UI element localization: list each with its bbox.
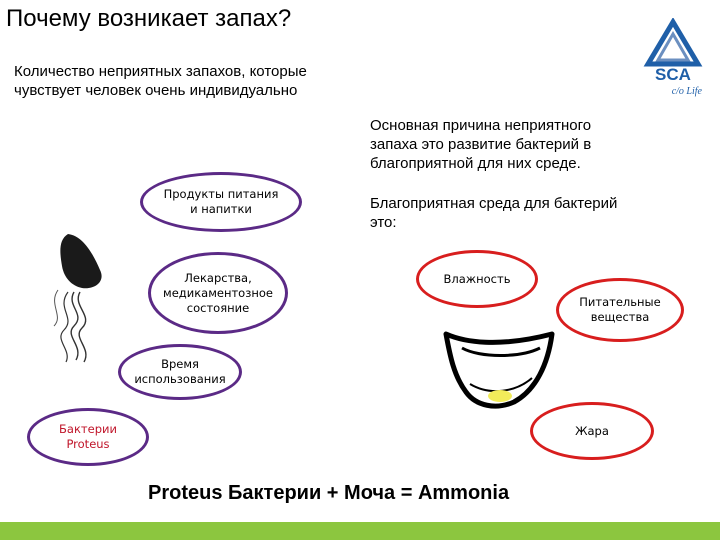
factor-moisture-label: Влажность — [443, 271, 511, 286]
factor-food-oval: Продукты питания и напитки — [140, 172, 302, 232]
factor-nutrients-oval: Питательные вещества — [556, 278, 684, 342]
cause-line: благоприятной для них среде. — [370, 155, 581, 172]
factor-nutrients-label: вещества — [590, 310, 650, 324]
environment-line: это: — [370, 214, 397, 231]
factor-bacteria-label: Бактерии — [59, 422, 117, 436]
factor-bacteria-label: Proteus — [66, 437, 110, 451]
factor-meds-label: Лекарства, — [184, 270, 252, 285]
intro-line: Количество неприятных запахов, которые — [14, 63, 307, 80]
factor-meds-label: состояние — [186, 300, 250, 315]
nose-smell-icon — [44, 226, 114, 366]
cause-line: запаха это развитие бактерий в — [370, 136, 592, 153]
environment-line: Благоприятная среда для бактерий — [370, 195, 618, 212]
environment-text: Благоприятная среда для бактерий это: — [370, 194, 617, 232]
cause-line: Основная причина неприятного — [370, 117, 592, 134]
factor-meds-label: медикаментозное — [163, 285, 273, 300]
factor-heat-label: Жара — [575, 423, 609, 438]
factor-time-label: Время — [161, 357, 199, 371]
factor-food-label: и напитки — [190, 202, 252, 216]
logo-tagline-text: c/o Life — [672, 86, 703, 97]
logo-brand-text: SCA — [655, 65, 691, 84]
sca-logo-icon: SCA c/o Life — [640, 17, 706, 98]
factor-time-oval: Время использования — [118, 344, 242, 400]
intro-text: Количество неприятных запахов, которые ч… — [14, 62, 307, 100]
diaper-icon — [440, 328, 560, 414]
factor-food-label: Продукты питания — [163, 187, 279, 201]
page-title: Почему возникает запах? — [6, 5, 292, 32]
cause-text: Основная причина неприятного запаха это … — [370, 116, 591, 173]
factor-meds-oval: Лекарства, медикаментозное состояние — [148, 252, 288, 334]
formula-text: Proteus Бактерии + Моча = Ammonia — [148, 482, 510, 504]
bottom-accent-bar — [0, 522, 720, 540]
factor-time-label: использования — [134, 372, 226, 386]
factor-moisture-oval: Влажность — [416, 250, 538, 308]
factor-heat-oval: Жара — [530, 402, 654, 460]
intro-line: чувствует человек очень индивидуально — [14, 82, 298, 99]
factor-bacteria-oval: Бактерии Proteus — [27, 408, 149, 466]
factor-nutrients-label: Питательные — [579, 295, 661, 309]
